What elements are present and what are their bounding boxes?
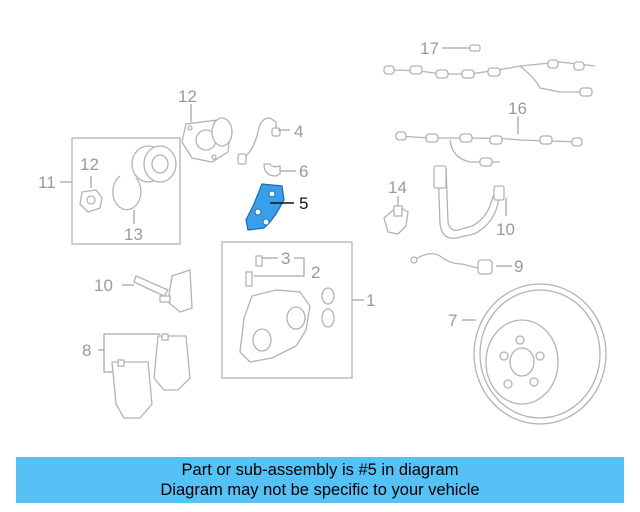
callout-14: 13 (124, 225, 143, 244)
parts-diagram: 17 16 12 4 6 5 11 12 13 14 10 9 3 2 1 10… (38, 39, 607, 425)
part-3-bleeder (255, 255, 278, 267)
part-10-brake-hose[interactable] (433, 165, 507, 239)
callout-1: 1 (366, 291, 375, 310)
callout-6: 6 (299, 162, 308, 181)
callout-10-pad: 10 (94, 276, 113, 295)
part-17-wear-sensor-cable[interactable] (383, 44, 596, 97)
callout-4: 4 (294, 122, 303, 141)
banner-line-1: Part or sub-assembly is #5 in diagram (181, 461, 459, 479)
part-15-sensor[interactable] (383, 196, 409, 235)
callout-17: 17 (420, 39, 439, 58)
part-13-nut (79, 176, 103, 213)
callout-12: 12 (178, 87, 197, 106)
part-4-brake-line[interactable] (237, 117, 290, 165)
part-6-clip[interactable] (263, 163, 296, 177)
part-9-abs-sensor[interactable] (410, 253, 512, 275)
info-banner: Part or sub-assembly is #5 in diagram Di… (16, 457, 624, 503)
part-2-bolt (245, 257, 305, 287)
callout-3: 3 (281, 249, 290, 268)
callout-10-hose: 10 (496, 220, 515, 239)
banner-line-2: Diagram may not be specific to your vehi… (160, 481, 480, 499)
part-14-snap-ring (112, 175, 142, 224)
callout-9: 9 (514, 257, 523, 276)
part-12-wheel-hub[interactable] (181, 104, 233, 163)
callout-7: 7 (448, 311, 457, 330)
part-1-caliper-group[interactable] (221, 241, 364, 379)
callout-15: 14 (388, 178, 407, 197)
part-16-wear-sensor-cable[interactable] (395, 116, 583, 167)
part-5-caliper-bracket[interactable] (245, 183, 294, 231)
part-7-brake-rotor[interactable] (462, 283, 607, 425)
callout-5: 5 (299, 194, 308, 213)
part-8-brake-pads[interactable] (98, 333, 191, 419)
part-10-pad-hardware[interactable] (122, 269, 193, 313)
callout-13: 12 (80, 155, 99, 174)
wheel-bearing (131, 145, 177, 183)
callout-11: 11 (38, 173, 56, 192)
part-11-bearing-group[interactable] (60, 137, 181, 245)
callout-8: 8 (82, 341, 91, 360)
callout-2: 2 (311, 263, 320, 282)
callout-16: 16 (508, 99, 527, 118)
